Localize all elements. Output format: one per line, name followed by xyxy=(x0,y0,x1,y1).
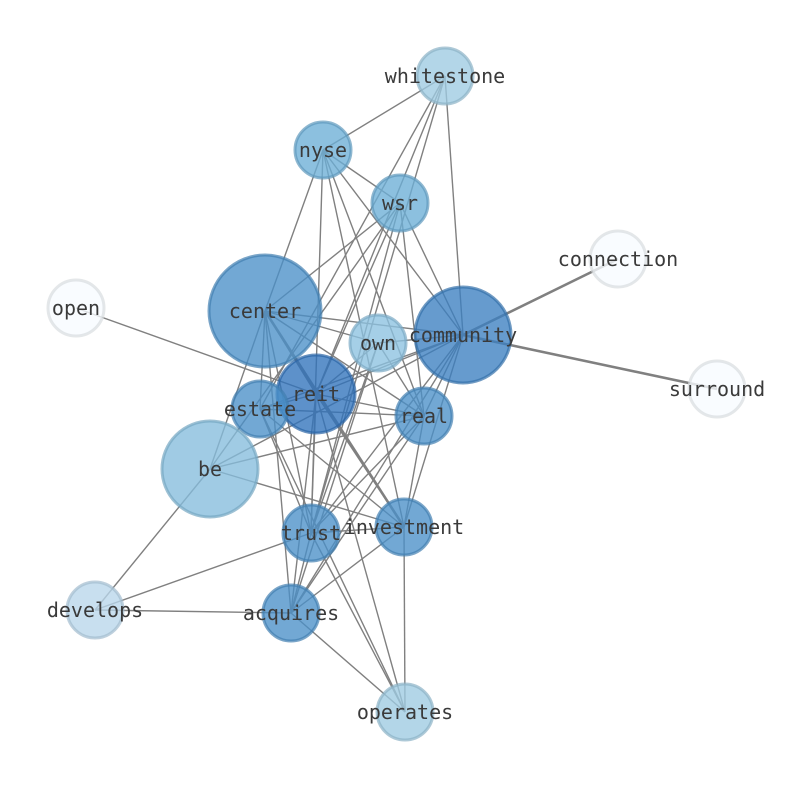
edge-nyse-real xyxy=(322,149,425,417)
node-label-be: be xyxy=(198,457,222,481)
node-operates[interactable]: operates xyxy=(357,682,453,742)
edge-layer xyxy=(75,75,718,713)
node-circle-center[interactable] xyxy=(207,253,323,369)
node-circle-open[interactable] xyxy=(46,278,106,338)
node-circle-connection[interactable] xyxy=(588,229,648,289)
node-community[interactable]: community xyxy=(409,285,517,385)
edge-real-acquires xyxy=(290,415,425,614)
edge-estate-operates xyxy=(259,408,406,713)
node-label-connection: connection xyxy=(558,247,678,271)
node-own[interactable]: own xyxy=(348,313,408,373)
edge-community-acquires xyxy=(290,334,464,614)
node-label-estate: estate xyxy=(224,397,296,421)
node-layer: whitestone nyse wsr connection open center own… xyxy=(46,46,765,742)
edge-investment-operates xyxy=(403,526,406,713)
node-circle-acquires[interactable] xyxy=(261,583,321,643)
node-be[interactable]: be xyxy=(160,419,260,519)
node-circle-surround[interactable] xyxy=(687,359,747,419)
node-estate[interactable]: estate xyxy=(224,379,296,439)
edge-develops-acquires xyxy=(94,609,292,614)
edge-wsr-real xyxy=(399,202,425,417)
node-label-community: community xyxy=(409,323,517,347)
node-circle-real[interactable] xyxy=(394,386,454,446)
edge-whitestone-reit xyxy=(315,75,446,395)
node-wsr[interactable]: wsr xyxy=(370,173,430,233)
node-circle-whitestone[interactable] xyxy=(415,46,475,106)
node-label-operates: operates xyxy=(357,700,453,724)
node-label-center: center xyxy=(229,299,301,323)
node-label-investment: investment xyxy=(344,515,464,539)
node-label-whitestone: whitestone xyxy=(385,64,505,88)
node-connection[interactable]: connection xyxy=(558,229,678,289)
node-label-acquires: acquires xyxy=(243,601,339,625)
node-label-nyse: nyse xyxy=(299,138,347,162)
node-develops[interactable]: develops xyxy=(47,580,143,640)
node-label-develops: develops xyxy=(47,598,143,622)
edge-reit-operates xyxy=(315,393,406,713)
node-whitestone[interactable]: whitestone xyxy=(385,46,505,106)
node-circle-wsr[interactable] xyxy=(370,173,430,233)
node-investment[interactable]: investment xyxy=(344,497,464,557)
node-open[interactable]: open xyxy=(46,278,106,338)
node-label-trust: trust xyxy=(281,521,341,545)
node-label-open: open xyxy=(52,296,100,320)
node-trust[interactable]: trust xyxy=(281,503,341,563)
edge-estate-investment xyxy=(259,408,405,528)
node-circle-investment[interactable] xyxy=(374,497,434,557)
node-label-surround: surround xyxy=(669,377,765,401)
edge-trust-develops xyxy=(94,532,312,611)
node-label-wsr: wsr xyxy=(382,191,418,215)
node-acquires[interactable]: acquires xyxy=(243,583,339,643)
edge-open-reit xyxy=(75,307,317,395)
edge-wsr-trust xyxy=(310,202,401,534)
node-reit[interactable]: reit xyxy=(275,353,357,435)
node-surround[interactable]: surround xyxy=(669,359,765,419)
node-circle-own[interactable] xyxy=(348,313,408,373)
node-label-real: real xyxy=(400,404,448,428)
node-real[interactable]: real xyxy=(394,386,454,446)
edge-trust-operates xyxy=(310,532,406,713)
node-label-own: own xyxy=(360,331,396,355)
node-circle-estate[interactable] xyxy=(230,379,290,439)
node-center[interactable]: center xyxy=(207,253,323,369)
node-circle-nyse[interactable] xyxy=(293,120,353,180)
node-circle-trust[interactable] xyxy=(281,503,341,563)
node-circle-be[interactable] xyxy=(160,419,260,519)
node-circle-community[interactable] xyxy=(413,285,513,385)
node-circle-develops[interactable] xyxy=(65,580,125,640)
node-circle-operates[interactable] xyxy=(375,682,435,742)
node-nyse[interactable]: nyse xyxy=(293,120,353,180)
node-label-reit: reit xyxy=(292,382,340,406)
